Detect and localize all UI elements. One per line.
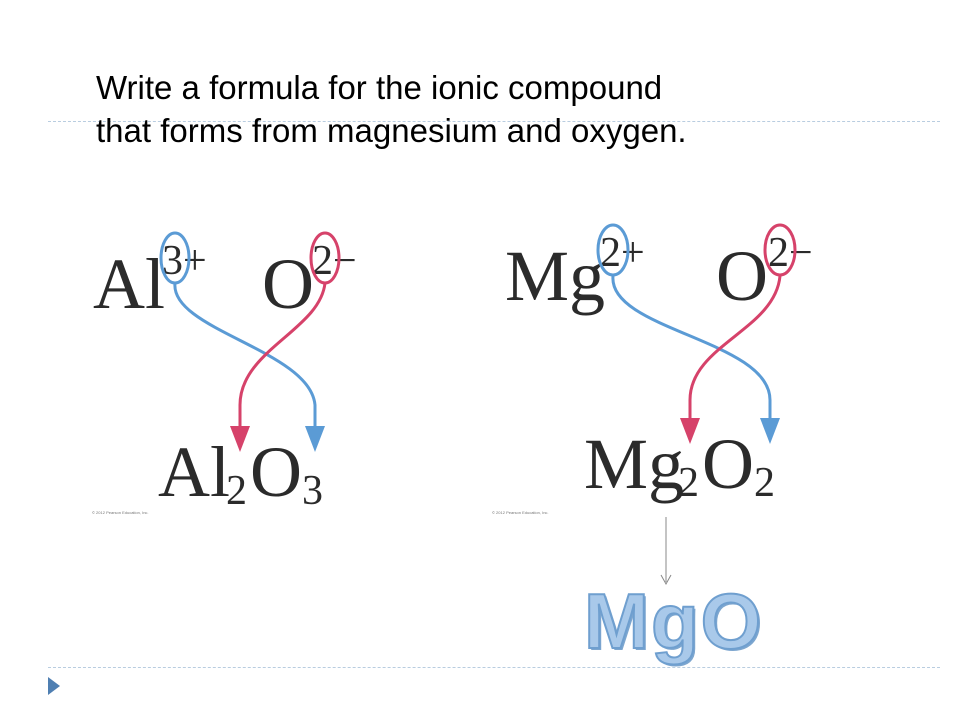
left-anion-symbol: O <box>262 244 314 324</box>
right-copyright: © 2012 Pearson Education, Inc. <box>492 510 549 515</box>
left-product-cation: Al <box>158 432 230 512</box>
left-anion-arrowhead <box>230 426 250 452</box>
question-line-1: Write a formula for the ionic compound <box>96 69 663 106</box>
right-cation-symbol: Mg <box>505 236 606 316</box>
right-anion-charge: 2− <box>768 230 813 276</box>
right-anion-symbol: O <box>716 236 768 316</box>
top-divider <box>48 121 940 122</box>
right-cation-charge: 2+ <box>600 230 645 276</box>
right-product-anion: O <box>702 424 754 504</box>
triangle-right-icon[interactable] <box>48 677 60 695</box>
left-cation-symbol: Al <box>93 244 165 324</box>
left-product-cation-subscript: 2 <box>226 468 247 514</box>
left-copyright: © 2012 Pearson Education, Inc. <box>92 510 149 515</box>
right-cation-arrowhead <box>760 418 780 444</box>
right-product-cation-subscript: 2 <box>678 460 699 506</box>
question-line-2: that forms from magnesium and oxygen. <box>96 112 687 149</box>
right-product-cation: Mg <box>584 424 685 504</box>
left-anion-charge: 2− <box>312 238 357 284</box>
left-cation-charge: 3+ <box>162 238 207 284</box>
answer-formula: MgO <box>583 577 764 665</box>
left-product-anion: O <box>250 432 302 512</box>
left-cation-arrowhead <box>305 426 325 452</box>
bottom-divider <box>48 667 940 668</box>
right-product-anion-subscript: 2 <box>754 460 775 506</box>
question-text: Write a formula for the ionic compound t… <box>96 66 896 152</box>
left-product-anion-subscript: 3 <box>302 468 323 514</box>
